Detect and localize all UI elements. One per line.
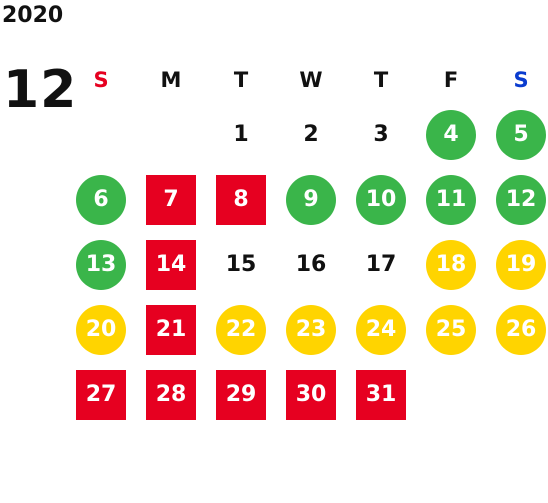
empty-cell xyxy=(136,102,206,167)
day-number: 24 xyxy=(356,304,406,355)
day-number: 12 xyxy=(496,174,546,225)
year-label: 2020 xyxy=(2,3,64,28)
day-cell[interactable]: 9 xyxy=(276,167,346,232)
day-cell[interactable]: 17 xyxy=(346,232,416,297)
weekday-thursday: T xyxy=(373,68,389,92)
day-cell[interactable]: 20 xyxy=(66,297,136,362)
day-cell[interactable]: 31 xyxy=(346,362,416,427)
day-number: 22 xyxy=(216,304,266,355)
day-number: 26 xyxy=(496,304,546,355)
empty-cell xyxy=(66,102,136,167)
day-number: 11 xyxy=(426,174,476,225)
weekday-wednesday: W xyxy=(299,68,323,92)
day-cell[interactable]: 4 xyxy=(416,102,486,167)
day-number: 8 xyxy=(216,174,266,225)
day-number: 23 xyxy=(286,304,336,355)
day-number: 16 xyxy=(295,252,327,277)
day-cell[interactable]: 6 xyxy=(66,167,136,232)
day-cell[interactable]: 7 xyxy=(136,167,206,232)
day-number: 1 xyxy=(233,122,249,147)
day-number: 19 xyxy=(496,239,546,290)
weekday-friday: F xyxy=(443,68,459,92)
day-cell[interactable]: 10 xyxy=(346,167,416,232)
day-cell[interactable]: 25 xyxy=(416,297,486,362)
day-number: 9 xyxy=(286,174,336,225)
day-cell[interactable]: 14 xyxy=(136,232,206,297)
day-cell[interactable]: 23 xyxy=(276,297,346,362)
weekday-tuesday: T xyxy=(233,68,249,92)
day-cell[interactable]: 5 xyxy=(486,102,548,167)
weekday-saturday: S xyxy=(513,68,529,92)
day-cell[interactable]: 11 xyxy=(416,167,486,232)
day-number: 10 xyxy=(356,174,406,225)
day-cell[interactable]: 13 xyxy=(66,232,136,297)
day-number: 17 xyxy=(365,252,397,277)
day-cell[interactable]: 27 xyxy=(66,362,136,427)
day-number: 13 xyxy=(76,239,126,290)
day-number: 2 xyxy=(303,122,319,147)
day-cell[interactable]: 16 xyxy=(276,232,346,297)
day-number: 4 xyxy=(426,109,476,160)
weekday-sunday: S xyxy=(93,68,109,92)
day-cell[interactable]: 18 xyxy=(416,232,486,297)
weekday-monday: M xyxy=(160,68,182,92)
day-cell[interactable]: 2 xyxy=(276,102,346,167)
day-cell[interactable]: 1 xyxy=(206,102,276,167)
day-number: 5 xyxy=(496,109,546,160)
day-number: 21 xyxy=(146,304,196,355)
day-cell[interactable]: 15 xyxy=(206,232,276,297)
day-number: 7 xyxy=(146,174,196,225)
day-cell[interactable]: 22 xyxy=(206,297,276,362)
day-cell[interactable]: 8 xyxy=(206,167,276,232)
day-number: 28 xyxy=(146,369,196,420)
day-number: 6 xyxy=(76,174,126,225)
day-cell[interactable]: 26 xyxy=(486,297,548,362)
day-number: 15 xyxy=(225,252,257,277)
day-number: 29 xyxy=(216,369,266,420)
day-cell[interactable]: 12 xyxy=(486,167,548,232)
day-number: 20 xyxy=(76,304,126,355)
day-number: 27 xyxy=(76,369,126,420)
day-number: 25 xyxy=(426,304,476,355)
day-number: 3 xyxy=(373,122,389,147)
day-number: 18 xyxy=(426,239,476,290)
month-number: 12 xyxy=(3,60,78,120)
day-number: 31 xyxy=(356,369,406,420)
day-cell[interactable]: 3 xyxy=(346,102,416,167)
day-cell[interactable]: 28 xyxy=(136,362,206,427)
day-cell[interactable]: 30 xyxy=(276,362,346,427)
day-cell[interactable]: 19 xyxy=(486,232,548,297)
day-number: 30 xyxy=(286,369,336,420)
day-cell[interactable]: 24 xyxy=(346,297,416,362)
day-cell[interactable]: 29 xyxy=(206,362,276,427)
day-number: 14 xyxy=(146,239,196,290)
day-cell[interactable]: 21 xyxy=(136,297,206,362)
